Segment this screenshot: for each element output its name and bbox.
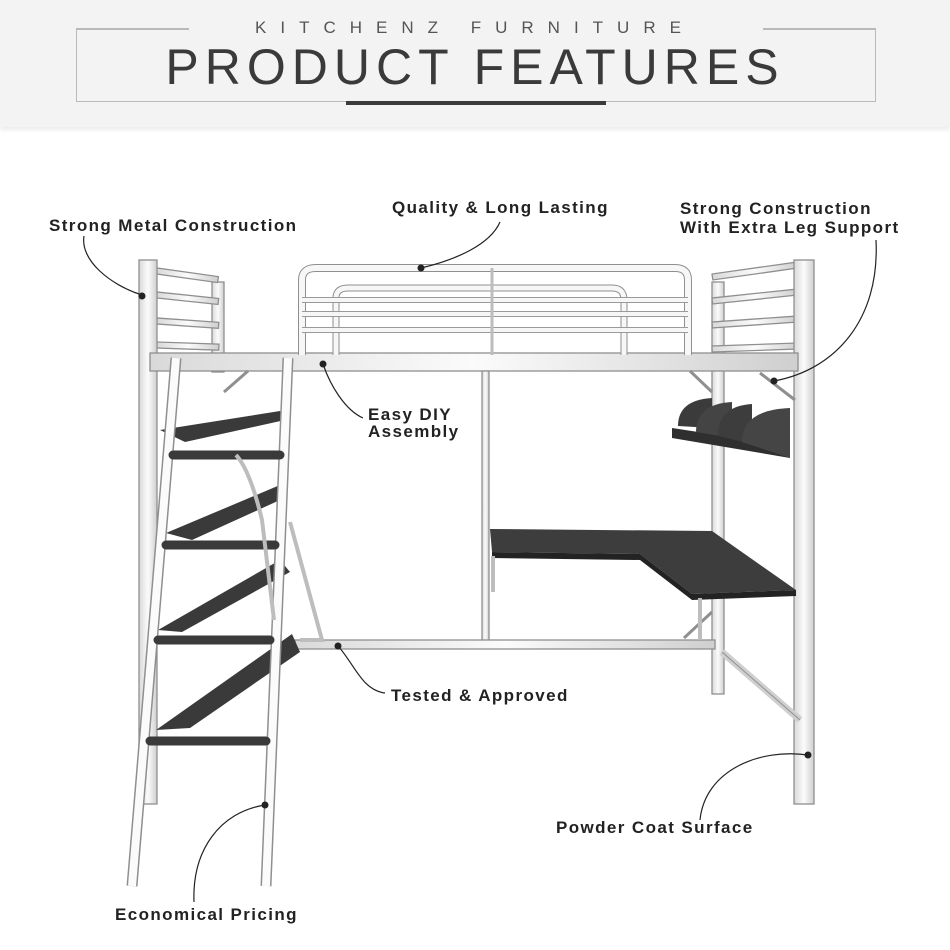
brand-name: KITCHENZ FURNITURE <box>255 18 695 37</box>
label-economical-pricing: Economical Pricing <box>115 905 298 924</box>
page-title: PRODUCT FEATURES <box>165 39 785 95</box>
header-frame-right-top <box>763 28 875 30</box>
desk <box>490 529 796 640</box>
label-strong-metal-construction: Strong Metal Construction <box>49 216 298 235</box>
callout-lines <box>83 221 877 903</box>
label-easy-diy-line2: Assembly <box>368 422 460 441</box>
header-banner: KITCHENZ FURNITURE PRODUCT FEATURES <box>0 0 950 127</box>
label-easy-diy-line1: Easy DIY <box>368 405 452 424</box>
back-right-post <box>711 281 725 695</box>
label-strong-construction-line2: With Extra Leg Support <box>680 218 900 237</box>
mattress-support-rail <box>149 352 799 372</box>
bottom-rail <box>294 639 716 650</box>
header-frame-left-top <box>77 28 189 30</box>
callout-dots <box>138 264 812 809</box>
front-right-post <box>793 259 815 805</box>
ladder <box>126 357 325 887</box>
label-quality-long-lasting: Quality & Long Lasting <box>392 198 609 217</box>
label-strong-construction-line1: Strong Construction <box>680 199 872 218</box>
title-underline <box>346 101 606 105</box>
guard-rail <box>298 264 692 355</box>
label-tested-approved: Tested & Approved <box>391 686 569 705</box>
center-support <box>481 370 490 644</box>
shelf-1 <box>160 411 285 442</box>
hutch-shelf <box>672 398 790 458</box>
label-powder-coat-surface: Powder Coat Surface <box>556 818 754 837</box>
side-shelves <box>156 411 300 730</box>
